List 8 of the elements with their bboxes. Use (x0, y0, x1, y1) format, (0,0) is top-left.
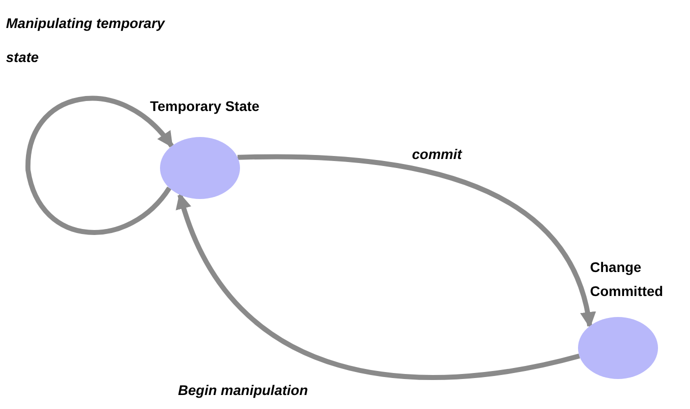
arrow (238, 154, 595, 328)
edge-label: commit (412, 145, 462, 164)
arrow (176, 192, 580, 380)
arrow (26, 96, 174, 235)
state-name: Change Committed (590, 258, 664, 301)
state-name: Temporary State (150, 97, 260, 116)
edge-label: Begin manipulation (178, 381, 308, 400)
edge-label: Manipulating temporary state (6, 14, 166, 67)
